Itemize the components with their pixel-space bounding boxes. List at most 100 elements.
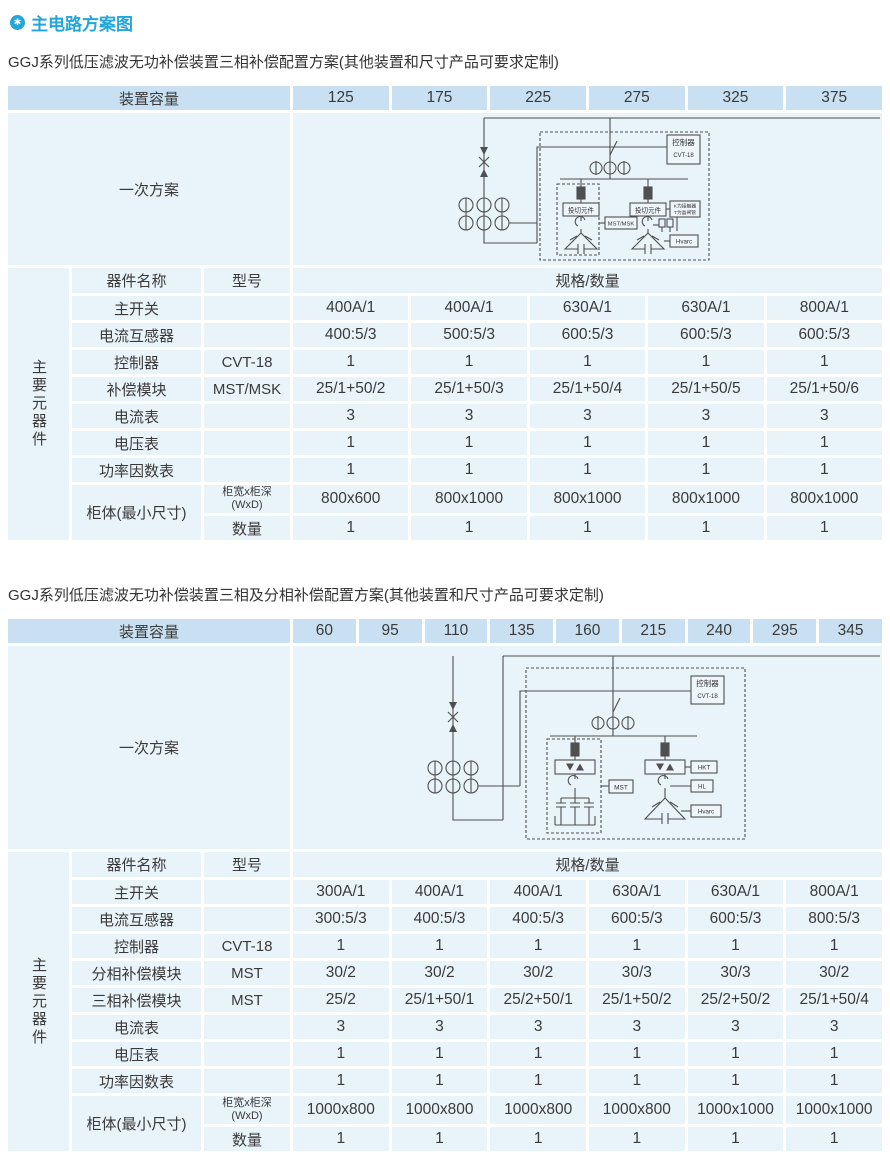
cabinet-size-value: 1000x800 (391, 1096, 488, 1124)
scheme-row: 一次方案 (8, 646, 882, 849)
contactor-icon (657, 775, 669, 786)
row-value: 25/1+50/4 (529, 377, 646, 401)
capacity-header-value: 240 (687, 619, 751, 643)
contactor-symbol (658, 218, 666, 228)
row-value: 630A/1 (588, 880, 685, 904)
row-value: 630A/1 (648, 296, 764, 320)
row-name: 电流互感器 (72, 907, 201, 931)
circuit-diagram-1: 控制器 CVT-18 投切元件 投切元件 MST/MSK K为接触器 T为晶闸管… (458, 117, 880, 261)
controller-box (690, 675, 725, 705)
row-value: 1 (293, 1042, 389, 1066)
row-value: 1 (766, 458, 882, 482)
row-name: 分相补偿模块 (72, 961, 201, 985)
row-value: 3 (786, 1015, 882, 1039)
cabinet-size-value: 1000x800 (588, 1096, 685, 1124)
switch-unit-label: 投切元件 (568, 206, 595, 215)
row-value: 25/1+50/1 (391, 988, 488, 1012)
row-value: 600:5/3 (588, 907, 685, 931)
row-value: 1 (687, 1069, 784, 1093)
hvarc-label-box (690, 804, 722, 818)
group-label: 主要元器件 (8, 268, 69, 540)
star-circle-icon: ✱ (10, 15, 25, 30)
row-value: 1 (391, 1042, 488, 1066)
row-value: 25/2 (293, 988, 389, 1012)
row-value: 800:5/3 (786, 907, 882, 931)
capacity-header-value: 160 (556, 619, 619, 643)
row-value: 1 (293, 431, 409, 455)
row-value: 3 (529, 404, 646, 428)
controller-model-label: CVT-18 (697, 694, 718, 700)
page-title-text: 主电路方案图 (31, 15, 133, 34)
row-model (204, 1015, 290, 1039)
row-value: 3 (490, 1015, 586, 1039)
row-value: 800A/1 (786, 880, 882, 904)
row-name: 补偿模块 (72, 377, 201, 401)
row-value: 30/2 (786, 961, 882, 985)
col-header-name: 器件名称 (72, 268, 201, 293)
row-value: 30/2 (490, 961, 586, 985)
contactor-icon (567, 775, 579, 786)
row-value: 25/2+50/2 (687, 988, 784, 1012)
capacity-header-value: 125 (293, 86, 389, 110)
note-line2: T为晶闸管 (674, 209, 696, 216)
row-value: 300:5/3 (293, 907, 389, 931)
thyristor-box (644, 759, 686, 775)
col-header-name: 器件名称 (72, 852, 201, 877)
row-model (204, 296, 290, 320)
cabinet-size-value: 800x600 (293, 485, 409, 513)
cabinet-size-label: 柜宽x柜深(WxD) (204, 485, 290, 513)
group-label: 主要元器件 (8, 852, 69, 1151)
row-value: 630A/1 (687, 880, 784, 904)
section2-subtitle: GGJ系列低压滤波无功补偿装置三相及分相补偿配置方案(其他装置和尺寸产品可要求定… (8, 587, 604, 604)
capacity-header-value: 135 (490, 619, 554, 643)
row-value: 1 (648, 458, 764, 482)
section1-subtitle: GGJ系列低压滤波无功补偿装置三相补偿配置方案(其他装置和尺寸产品可要求定制) (8, 54, 559, 71)
row-value: 1 (293, 458, 409, 482)
cabinet-size-label-line1: 柜宽x柜深 (222, 1097, 272, 1110)
row-value: 400A/1 (391, 880, 488, 904)
capacity-header-value: 295 (753, 619, 817, 643)
row-value: 1 (293, 934, 389, 958)
row-value: 1 (766, 431, 882, 455)
col-header-model: 型号 (204, 268, 290, 293)
row-value: 25/1+50/2 (293, 377, 409, 401)
row-value: 1 (786, 1042, 882, 1066)
contactor-icon (641, 216, 653, 227)
row-name: 主开关 (72, 296, 201, 320)
row-value: 3 (293, 404, 409, 428)
row-model: MST/MSK (204, 377, 290, 401)
row-value: 300A/1 (293, 880, 389, 904)
fuse-icon (570, 742, 580, 757)
thyristor-icon (656, 763, 664, 771)
controller-label: 控制器 (696, 678, 719, 688)
row-value: 1 (490, 934, 586, 958)
primary-scheme-diagram-1: 控制器 CVT-18 投切元件 投切元件 MST/MSK K为接触器 T为晶闸管… (293, 113, 882, 265)
thyristor-icon (566, 763, 574, 771)
cabinet-name: 柜体(最小尺寸) (72, 485, 201, 540)
row-value: 30/2 (391, 961, 488, 985)
delta-capacitor-icon (643, 797, 687, 820)
row-value: 1 (391, 934, 488, 958)
ct-circles-icon (458, 197, 510, 231)
note-line1: K为接触器 (674, 203, 697, 210)
primary-scheme-label: 一次方案 (8, 113, 290, 265)
row-value: 600:5/3 (648, 323, 764, 347)
row-name: 电流表 (72, 404, 201, 428)
row-value: 1 (687, 934, 784, 958)
page-title: ✱ 主电路方案图 (10, 10, 882, 35)
row-value: 1 (529, 431, 646, 455)
cabinet-qty-label: 数量 (204, 516, 290, 540)
row-value: 3 (648, 404, 764, 428)
row-value: 600:5/3 (766, 323, 882, 347)
ct-circles-icon (427, 760, 479, 794)
row-value: 1 (529, 458, 646, 482)
controller-model-label: CVT-18 (673, 153, 694, 159)
row-name: 功率因数表 (72, 1069, 201, 1093)
row-value: 400:5/3 (293, 323, 409, 347)
circuit-diagram-2: 控制器 CVT-18 MST HKT HL Hvarc (427, 655, 880, 840)
row-value: 25/1+50/6 (766, 377, 882, 401)
